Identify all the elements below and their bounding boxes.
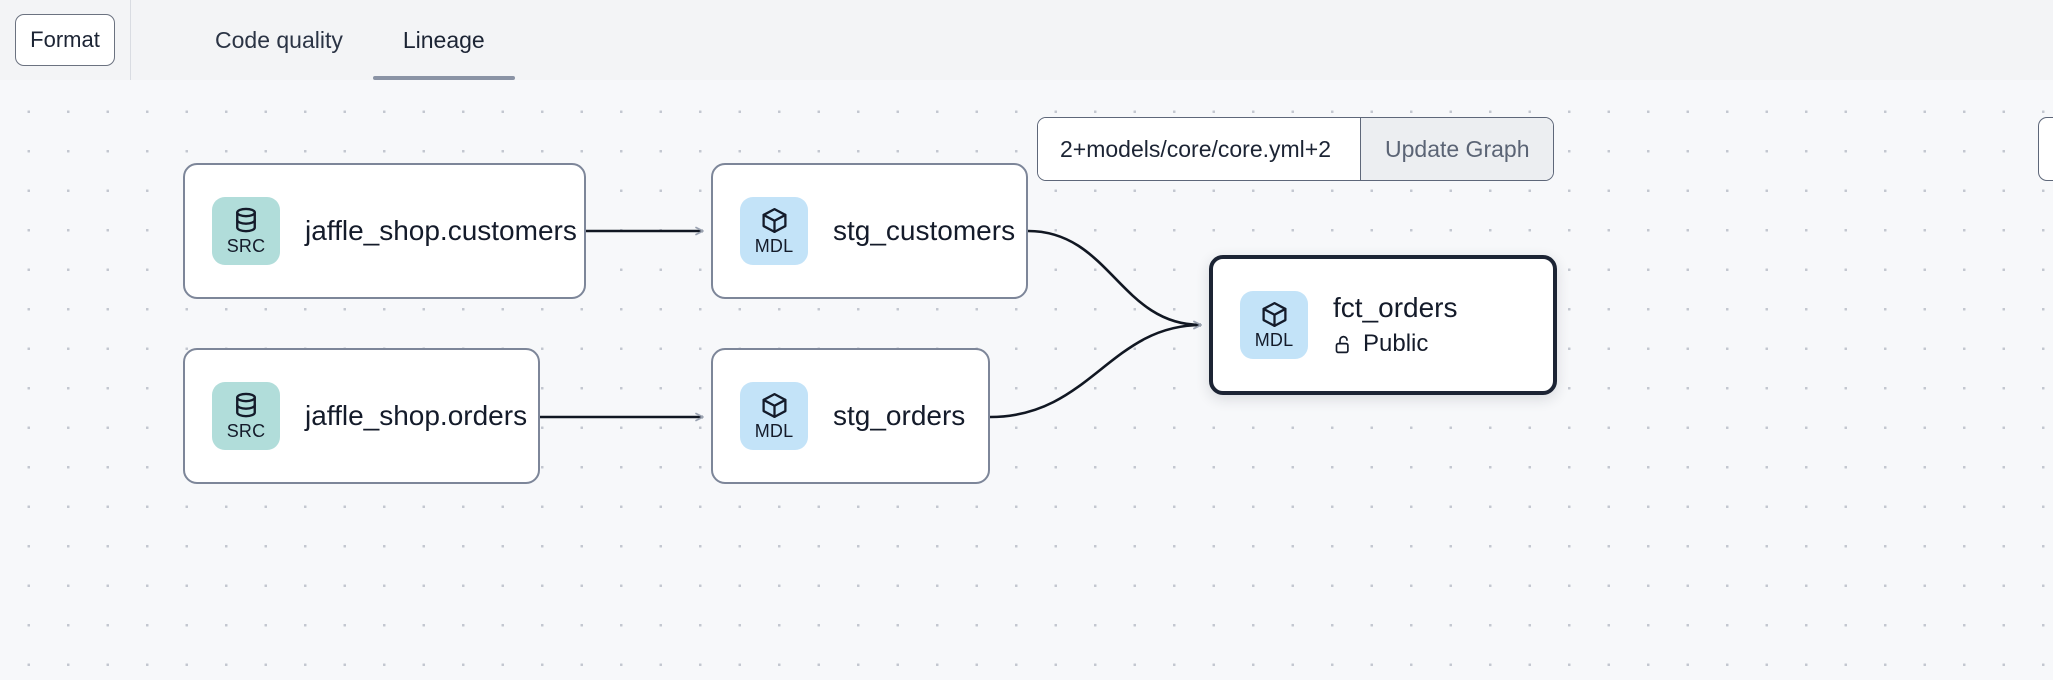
lineage-canvas[interactable]: SRC jaffle_shop.customers SRC jaffle_sh — [0, 80, 2053, 680]
node-title: stg_orders — [833, 400, 966, 431]
editor-toolbar: Format Code quality Lineage — [0, 0, 2053, 80]
node-access-row: Public — [1333, 330, 1458, 358]
node-access-label: Public — [1363, 330, 1429, 357]
tab-lineage-label: Lineage — [402, 26, 485, 53]
format-button[interactable]: Format — [15, 14, 115, 66]
node-badge-src-label: SRC — [226, 421, 266, 441]
tab-code-quality-label: Code quality — [215, 26, 343, 53]
node-title: jaffle_shop.orders — [305, 400, 528, 431]
graph-controls: Update Graph — [1037, 117, 1555, 181]
node-body: fct_orders Public — [1333, 292, 1458, 358]
lineage-node-stg-customers[interactable]: MDL stg_customers — [711, 163, 1028, 299]
node-title: fct_orders — [1333, 292, 1458, 323]
toolbar-left-group: Format — [0, 0, 131, 80]
node-badge-mdl: MDL — [1240, 291, 1308, 359]
edge-stg-customers-to-fct-orders — [1027, 229, 1202, 330]
node-badge-mdl: MDL — [740, 382, 808, 450]
tab-lineage[interactable]: Lineage — [372, 0, 515, 80]
node-body: stg_orders — [833, 400, 965, 432]
lineage-node-src-customers[interactable]: SRC jaffle_shop.customers — [183, 163, 586, 299]
node-badge-mdl-label: MDL — [1254, 329, 1294, 350]
node-badge-src-label: SRC — [226, 236, 266, 256]
node-body: stg_customers — [833, 215, 1015, 247]
graph-selector-input[interactable] — [1038, 118, 1360, 180]
cube-icon — [760, 206, 789, 235]
unlock-icon — [1333, 334, 1354, 355]
node-title: stg_customers — [833, 215, 1016, 246]
lineage-node-src-orders[interactable]: SRC jaffle_shop.orders — [183, 348, 540, 484]
update-graph-button[interactable]: Update Graph — [1360, 118, 1554, 180]
node-badge-src: SRC — [212, 197, 280, 265]
lineage-node-fct-orders[interactable]: MDL fct_orders Public — [1209, 255, 1557, 395]
node-badge-mdl: MDL — [740, 197, 808, 265]
edge-stg-orders-to-fct-orders — [989, 320, 1202, 419]
cube-icon — [760, 391, 789, 420]
tab-code-quality[interactable]: Code quality — [185, 0, 373, 80]
graph-options-panel-stub[interactable] — [2038, 117, 2053, 181]
node-badge-src: SRC — [212, 382, 280, 450]
database-icon — [231, 390, 261, 420]
node-body: jaffle_shop.customers — [305, 215, 577, 247]
tab-bar: Code quality Lineage — [131, 0, 515, 80]
node-badge-mdl-label: MDL — [754, 235, 794, 256]
cube-icon — [1260, 300, 1289, 329]
selector-group: Update Graph — [1037, 117, 1555, 181]
lineage-node-stg-orders[interactable]: MDL stg_orders — [711, 348, 990, 484]
node-body: jaffle_shop.orders — [305, 400, 527, 432]
node-badge-mdl-label: MDL — [754, 420, 794, 441]
database-icon — [231, 205, 261, 235]
node-title: jaffle_shop.customers — [305, 215, 577, 246]
